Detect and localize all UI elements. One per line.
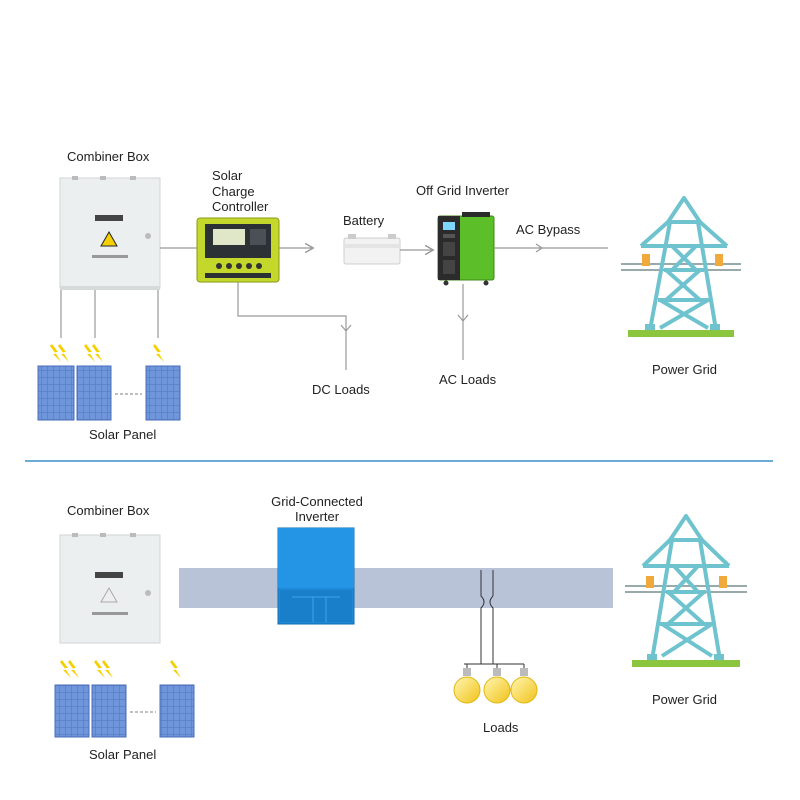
charge-controller-label-line3: Controller	[212, 199, 269, 214]
solar-panels-bottom	[54, 660, 195, 738]
solar-panel-label-bottom: Solar Panel	[89, 747, 157, 762]
power-grid-label-bottom: Power Grid	[652, 692, 718, 707]
power-grid-tower-bottom	[625, 514, 747, 667]
solar-panels-top	[37, 290, 181, 421]
dc-loads-label: DC Loads	[312, 382, 370, 397]
loads-label: Loads	[483, 720, 519, 735]
combiner-box-bottom	[59, 533, 161, 644]
grid-inverter-label-line1: Grid-Connected	[271, 494, 363, 509]
power-grid-label-top: Power Grid	[652, 362, 718, 377]
combiner-box-top	[59, 176, 161, 290]
charge-controller-label-line2: Charge	[212, 184, 255, 199]
ac-loads-label: AC Loads	[439, 372, 497, 387]
charge-controller-label-line1: Solar	[212, 168, 243, 183]
ac-bus-bar	[179, 568, 613, 608]
loads-wiring	[464, 570, 525, 670]
light-bulbs	[453, 668, 538, 704]
battery	[343, 234, 401, 265]
power-grid-tower-top	[621, 196, 741, 337]
grid-connected-inverter	[277, 527, 355, 625]
insulators-bottom	[646, 576, 727, 588]
combiner-box-label-bottom: Combiner Box	[67, 503, 150, 518]
grid-inverter-label-line2: Inverter	[294, 509, 340, 524]
battery-label: Battery	[343, 213, 385, 228]
combiner-box-label-top: Combiner Box	[67, 149, 150, 164]
solar-panel-label-top: Solar Panel	[89, 427, 157, 442]
ac-bypass-label: AC Bypass	[516, 222, 581, 237]
charge-controller	[196, 217, 280, 283]
off-grid-inverter	[437, 212, 495, 286]
insulators-top	[642, 254, 723, 266]
off-grid-inverter-label: Off Grid Inverter	[416, 183, 509, 198]
